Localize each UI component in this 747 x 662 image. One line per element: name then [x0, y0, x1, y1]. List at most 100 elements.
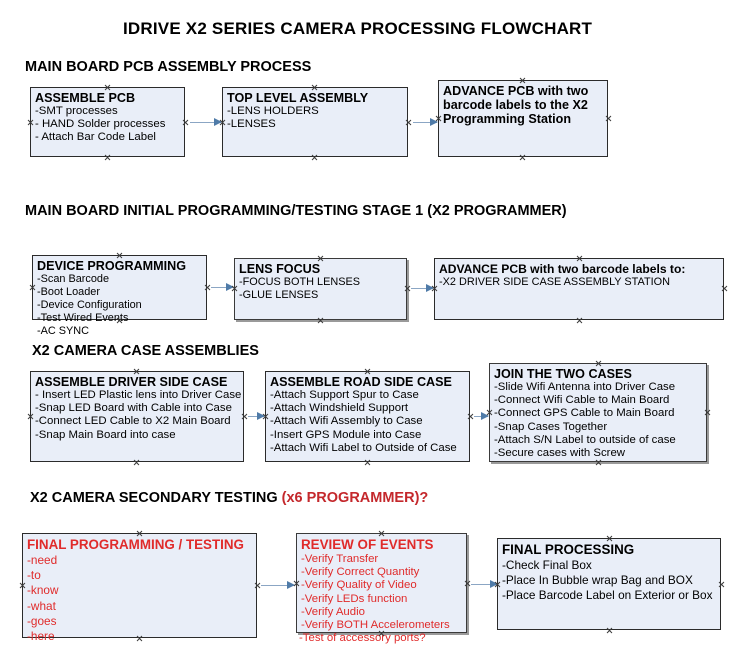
- node-item: -know: [27, 583, 59, 598]
- node-items: -Slide Wifi Antenna into Driver Case -Co…: [494, 381, 702, 460]
- arrow-review-of-events-to-final-processing: [471, 580, 498, 589]
- node-item: -LENS HOLDERS: [227, 105, 319, 117]
- node-item-overflow: -Test of accessory ports?: [299, 632, 426, 644]
- arrow-head: [226, 283, 234, 291]
- node-item: -Scan Barcode: [37, 273, 110, 285]
- node-item: -Insert GPS Module into Case: [270, 428, 422, 441]
- node-header: ADVANCE PCB with two barcode labels to t…: [443, 84, 589, 126]
- arrow-shaft: [211, 287, 233, 289]
- node-header: TOP LEVEL ASSEMBLY: [227, 91, 369, 105]
- node-item: -goes: [27, 613, 57, 628]
- node-item: -SMT processes: [35, 105, 118, 117]
- node-device-programming[interactable]: DEVICE PROGRAMMING -Scan Barcode -Boot L…: [32, 255, 207, 337]
- arrow-head: [490, 580, 498, 588]
- node-items: -FOCUS BOTH LENSES -GLUE LENSES: [239, 276, 402, 302]
- node-final-processing[interactable]: FINAL PROCESSING -Check Final Box -Place…: [497, 538, 721, 630]
- node-item: -Snap Main Board into case: [35, 428, 176, 441]
- node-item: -Slide Wifi Antenna into Driver Case: [494, 381, 676, 393]
- arrow-head: [214, 118, 222, 126]
- node-header: LENS FOCUS: [239, 262, 321, 276]
- node-item: - HAND Solder processes: [35, 118, 166, 131]
- arrow-head: [287, 581, 295, 589]
- arrow-head: [426, 284, 434, 292]
- arrow-top-level-assembly-to-advance-pcb: [413, 118, 438, 127]
- node-item: -Attach S/N Label to outside of case: [494, 433, 676, 446]
- node-items: -Scan Barcode -Boot Loader -Device Confi…: [37, 273, 202, 338]
- arrow-shaft: [471, 584, 497, 586]
- node-advance-pcb-x2-programming-station[interactable]: ADVANCE PCB with two barcode labels to t…: [438, 80, 608, 157]
- node-item: -to: [27, 568, 41, 583]
- node-item: -Attach Wifi Label to Outside of Case: [270, 441, 457, 454]
- node-header: REVIEW OF EVENTS: [301, 537, 434, 552]
- node-item: -Place Barcode Label on Exterior or Box: [502, 588, 713, 603]
- node-item: - Attach Bar Code Label: [35, 131, 156, 144]
- section-heading-text: MAIN BOARD PCB ASSEMBLY PROCESS: [25, 59, 312, 75]
- arrow-head: [481, 412, 489, 420]
- arrow-lens-focus-to-advance-pcb-driver-side: [411, 284, 434, 293]
- node-item: -here: [27, 629, 55, 644]
- node-item: -Verify Audio: [301, 605, 365, 618]
- node-advance-pcb-driver-side-case[interactable]: ADVANCE PCB with two barcode labels to: …: [434, 258, 724, 320]
- section-heading-text: MAIN BOARD INITIAL PROGRAMMING/TESTING S…: [25, 203, 567, 219]
- node-item: -Check Final Box: [502, 558, 592, 572]
- node-assemble-pcb[interactable]: ASSEMBLE PCB -SMT processes - HAND Solde…: [30, 87, 185, 157]
- node-header: DEVICE PROGRAMMING: [37, 259, 187, 273]
- arrow-driver-side-to-road-side: [248, 412, 265, 421]
- node-items: -LENS HOLDERS -LENSES: [227, 105, 403, 131]
- node-item: -Test Wired Events: [37, 312, 129, 324]
- node-header: ASSEMBLE PCB: [35, 91, 136, 105]
- node-item: -LENSES: [227, 118, 276, 131]
- node-header: ASSEMBLE DRIVER SIDE CASE: [35, 375, 228, 389]
- node-item: -Connect LED Cable to X2 Main Board: [35, 415, 231, 428]
- node-item: -X2 DRIVER SIDE CASE ASSEMBLY STATION: [439, 276, 670, 288]
- node-item: -AC SYNC: [37, 325, 90, 337]
- node-item: -Attach Wifi Assembly to Case: [270, 415, 423, 428]
- node-item: -Attach Support Spur to Case: [270, 389, 419, 401]
- arrow-final-programming-to-review-of-events: [261, 581, 295, 590]
- node-item: -Verify Transfer: [301, 553, 379, 565]
- node-item: -Verify LEDs function: [301, 592, 408, 605]
- node-item: -Boot Loader: [37, 286, 100, 298]
- node-review-of-events[interactable]: REVIEW OF EVENTS -Verify Transfer -Verif…: [296, 533, 467, 633]
- node-item: -Snap LED Board with Cable into Case: [35, 402, 232, 415]
- node-item: -Verify BOTH Accelerometers: [301, 619, 450, 632]
- section-heading-accent: (x6 PROGRAMMER)?: [281, 490, 429, 506]
- arrow-shaft: [413, 122, 437, 124]
- node-item: -Connect GPS Cable to Main Board: [494, 407, 675, 420]
- arrow-shaft: [261, 585, 294, 587]
- node-lens-focus[interactable]: LENS FOCUS -FOCUS BOTH LENSES -GLUE LENS…: [234, 258, 407, 320]
- node-item: -Verify Correct Quantity: [301, 566, 420, 579]
- node-header: ASSEMBLE ROAD SIDE CASE: [270, 375, 452, 389]
- node-items: -Check Final Box -Place In Bubble wrap B…: [502, 558, 716, 604]
- node-items: - Insert LED Plastic lens into Driver Ca…: [35, 389, 241, 442]
- node-items: -need -to -know -what -goes -here: [27, 553, 252, 644]
- node-join-the-two-cases[interactable]: JOIN THE TWO CASES -Slide Wifi Antenna i…: [489, 363, 707, 462]
- page-title: IDRIVE X2 SERIES CAMERA PROCESSING FLOWC…: [123, 19, 593, 38]
- arrow-shaft: [190, 122, 221, 124]
- node-items: -SMT processes - HAND Solder processes -…: [35, 105, 180, 145]
- node-item: -Place In Bubble wrap Bag and BOX: [502, 573, 693, 588]
- node-header: JOIN THE TWO CASES: [494, 367, 632, 381]
- node-item: -what: [27, 598, 56, 613]
- node-top-level-assembly[interactable]: TOP LEVEL ASSEMBLY -LENS HOLDERS -LENSES: [222, 87, 408, 157]
- node-item: -Verify Quality of Video: [301, 579, 417, 592]
- node-item: -Secure cases with Screw: [494, 447, 626, 460]
- node-header: FINAL PROGRAMMING / TESTING: [27, 537, 244, 552]
- node-header: FINAL PROCESSING: [502, 542, 635, 557]
- node-items: -Verify Transfer -Verify Correct Quantit…: [301, 553, 462, 632]
- node-items: -X2 DRIVER SIDE CASE ASSEMBLY STATION: [439, 276, 719, 289]
- node-header: ADVANCE PCB with two barcode labels to:: [439, 262, 686, 276]
- section-heading-text: X2 CAMERA SECONDARY TESTING: [30, 490, 282, 506]
- node-item: -need: [27, 553, 58, 567]
- node-assemble-driver-side-case[interactable]: ASSEMBLE DRIVER SIDE CASE - Insert LED P…: [30, 371, 244, 462]
- node-item: -Connect Wifi Cable to Main Board: [494, 394, 670, 407]
- node-item: -Snap Cases Together: [494, 420, 608, 433]
- arrow-road-side-to-join-cases: [474, 412, 489, 421]
- node-item: -GLUE LENSES: [239, 289, 319, 301]
- node-final-programming-testing[interactable]: FINAL PROGRAMMING / TESTING -need -to -k…: [22, 533, 257, 643]
- arrow-assemble-pcb-to-top-level-assembly: [190, 118, 222, 127]
- node-items: -Attach Support Spur to Case -Attach Win…: [270, 389, 465, 455]
- arrow-shaft: [248, 416, 264, 418]
- node-assemble-road-side-case[interactable]: ASSEMBLE ROAD SIDE CASE -Attach Support …: [265, 371, 470, 462]
